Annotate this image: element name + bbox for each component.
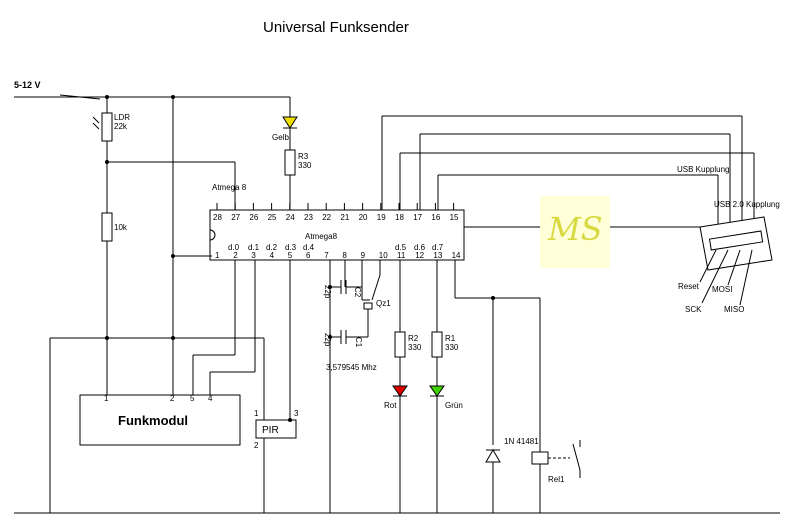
- svg-text:22p: 22p: [323, 285, 332, 299]
- chip-bottom-pin: 7: [324, 251, 329, 260]
- chip-bottom-pin: 12: [415, 251, 424, 260]
- chip-bottom-pin: 10: [379, 251, 388, 260]
- chip-top-pin: 15: [450, 213, 459, 222]
- svg-text:1: 1: [104, 394, 109, 403]
- chip-top-pin: 17: [413, 213, 422, 222]
- chip-top-pin: 21: [340, 213, 349, 222]
- svg-text:1: 1: [254, 409, 259, 418]
- chip-top-pin: 18: [395, 213, 404, 222]
- svg-text:Funkmodul: Funkmodul: [118, 413, 188, 428]
- svg-text:SCK: SCK: [685, 305, 702, 314]
- relay-coil: [531, 451, 549, 465]
- svg-text:22p: 22p: [323, 333, 332, 347]
- chip-bottom-pin: 6: [306, 251, 311, 260]
- svg-text:5: 5: [190, 394, 195, 403]
- chip-top-pin: 24: [286, 213, 295, 222]
- atmega8-chip: [209, 209, 465, 261]
- chip-top-pin: 27: [231, 213, 240, 222]
- chip-top-pin: 20: [359, 213, 368, 222]
- svg-text:330: 330: [445, 343, 459, 352]
- ms-logo: [540, 196, 610, 268]
- chip-bottom-pin: 14: [452, 251, 461, 260]
- svg-text:Gelb: Gelb: [272, 133, 289, 142]
- chip-bottom-pin: 13: [433, 251, 442, 260]
- svg-text:USB Kupplung: USB Kupplung: [677, 165, 729, 174]
- title: Universal Funksender: [263, 19, 409, 36]
- svg-text:10k: 10k: [114, 223, 128, 232]
- svg-text:MOSI: MOSI: [712, 285, 732, 294]
- chip-bottom-pin: 3: [251, 251, 256, 260]
- svg-text:R2: R2: [408, 334, 419, 343]
- chip-bottom-pin: 11: [397, 251, 406, 260]
- svg-text:C1: C1: [354, 337, 363, 348]
- ldr-resistor: [101, 112, 113, 142]
- chip-bottom-pin: 9: [361, 251, 366, 260]
- resistor-r3: [284, 149, 296, 176]
- usb-connector: [699, 216, 773, 271]
- resistor-10k: [101, 212, 113, 242]
- svg-text:LDR: LDR: [114, 113, 130, 122]
- led-green: [429, 385, 445, 397]
- svg-text:R1: R1: [445, 334, 456, 343]
- svg-text:4: 4: [208, 394, 213, 403]
- chip-bottom-pin: 2: [233, 251, 238, 260]
- svg-text:d.2: d.2: [266, 243, 278, 252]
- chip-top-pin: 19: [377, 213, 386, 222]
- led-red: [392, 385, 408, 397]
- chip-bottom-pin: 1: [215, 251, 220, 260]
- svg-text:C2: C2: [353, 287, 362, 298]
- svg-text:3: 3: [294, 409, 299, 418]
- led-yellow: [282, 116, 298, 129]
- svg-text:d.3: d.3: [285, 243, 297, 252]
- chip-bottom-pin: 5: [288, 251, 293, 260]
- svg-text:PIR: PIR: [262, 425, 279, 436]
- svg-text:d.6: d.6: [414, 243, 426, 252]
- chip-top-pin: 25: [268, 213, 277, 222]
- chip-top-pin: 22: [322, 213, 331, 222]
- chip-top-pin: 23: [304, 213, 313, 222]
- svg-text:330: 330: [408, 343, 422, 352]
- svg-text:Atmega8: Atmega8: [305, 232, 338, 241]
- svg-text:3,579545 Mhz: 3,579545 Mhz: [326, 363, 377, 372]
- chip-top-pin: 16: [431, 213, 440, 222]
- chip-top-pin: 28: [213, 213, 222, 222]
- pir-sensor: [255, 419, 297, 439]
- svg-text:d.4: d.4: [303, 243, 315, 252]
- svg-text:Rot: Rot: [384, 401, 397, 410]
- svg-text:330: 330: [298, 161, 312, 170]
- chip-bottom-pin: 8: [342, 251, 347, 260]
- svg-text:d.1: d.1: [248, 243, 260, 252]
- svg-text:USB 2.0 Kupplung: USB 2.0 Kupplung: [714, 200, 780, 209]
- resistor-r2: [394, 331, 406, 358]
- svg-text:Rel1: Rel1: [548, 475, 565, 484]
- svg-text:d.7: d.7: [432, 243, 444, 252]
- svg-text:MISO: MISO: [724, 305, 744, 314]
- svg-text:Reset: Reset: [678, 282, 700, 291]
- svg-text:2: 2: [254, 441, 259, 450]
- svg-text:d.0: d.0: [228, 243, 240, 252]
- diode: [485, 449, 501, 463]
- svg-text:22k: 22k: [114, 122, 128, 131]
- svg-text:Atmega 8: Atmega 8: [212, 183, 247, 192]
- svg-text:MS: MS: [547, 210, 603, 248]
- resistor-r1: [431, 331, 443, 358]
- chip-bottom-pin: 4: [270, 251, 275, 260]
- svg-text:2: 2: [170, 394, 175, 403]
- svg-text:d.5: d.5: [395, 243, 407, 252]
- svg-text:1N 41481: 1N 41481: [504, 437, 539, 446]
- crystal: [363, 302, 373, 310]
- svg-text:R3: R3: [298, 152, 309, 161]
- funkmodul: [79, 394, 241, 446]
- supply-label: 5-12 V: [14, 80, 41, 90]
- svg-text:Grün: Grün: [445, 401, 463, 410]
- svg-text:Qz1: Qz1: [376, 299, 391, 308]
- chip-top-pin: 26: [249, 213, 258, 222]
